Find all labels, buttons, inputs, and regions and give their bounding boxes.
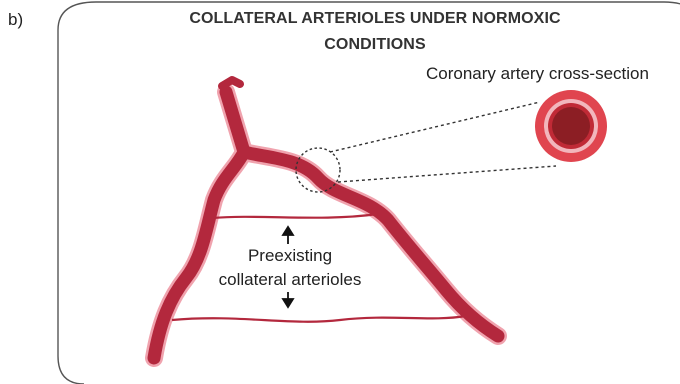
figure-title-line1: COLLATERAL ARTERIOLES UNDER NORMOXIC xyxy=(0,10,680,28)
arterial-tree xyxy=(154,80,498,358)
lower-collateral xyxy=(172,316,466,322)
panel-frame xyxy=(58,2,680,384)
collateral-label-line2: collateral arterioles xyxy=(200,270,380,290)
cross-section-icon xyxy=(535,90,607,162)
figure-title-line2: CONDITIONS xyxy=(0,36,680,54)
upper-collateral xyxy=(212,214,378,218)
up-arrow xyxy=(283,227,293,244)
down-arrow xyxy=(283,292,293,307)
cross-section-label: Coronary artery cross-section xyxy=(426,64,649,84)
zoom-line-upper xyxy=(330,102,540,152)
collateral-label-line1: Preexisting xyxy=(200,246,380,266)
zoom-line-lower xyxy=(338,166,556,182)
